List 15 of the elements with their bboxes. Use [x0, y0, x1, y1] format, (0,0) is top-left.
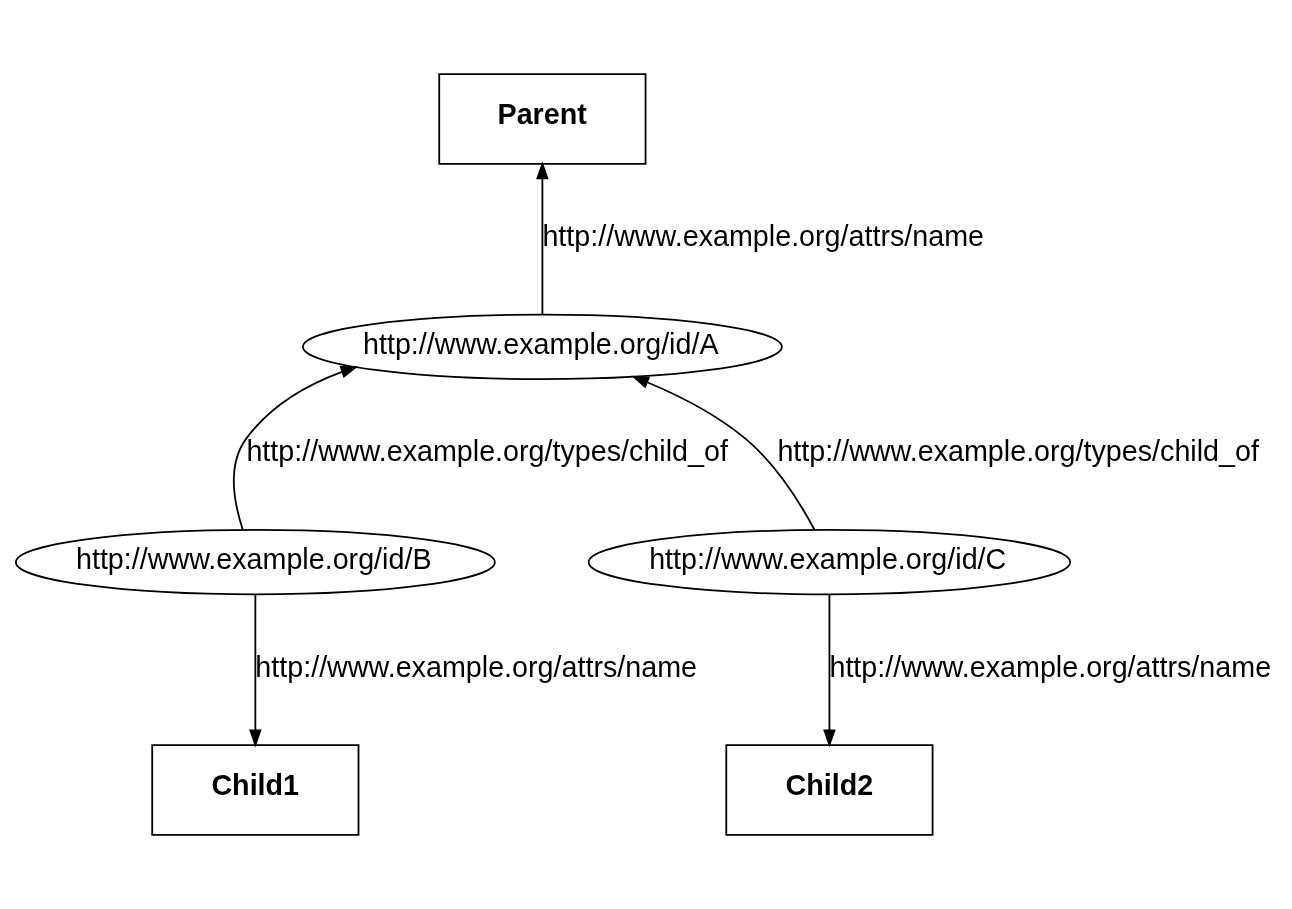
edge-label: http://www.example.org/types/child_of [246, 435, 728, 468]
node-box: Parent [438, 73, 647, 165]
node-ellipse: http://www.example.org/id/C [587, 528, 1072, 596]
arrow [536, 161, 549, 316]
arrow [823, 593, 836, 748]
edge-label: http://www.example.org/types/child_of [777, 435, 1259, 468]
node-ellipse: http://www.example.org/id/B [15, 528, 496, 596]
edge-label: http://www.example.org/attrs/name [255, 650, 698, 683]
edge-label: http://www.example.org/attrs/name [542, 220, 985, 253]
node-box: Child1 [151, 744, 360, 836]
edge-label: http://www.example.org/attrs/name [829, 650, 1272, 683]
arrow [233, 366, 359, 531]
arrow [249, 593, 262, 748]
arrow [631, 375, 816, 531]
node-box: Child2 [725, 744, 934, 836]
